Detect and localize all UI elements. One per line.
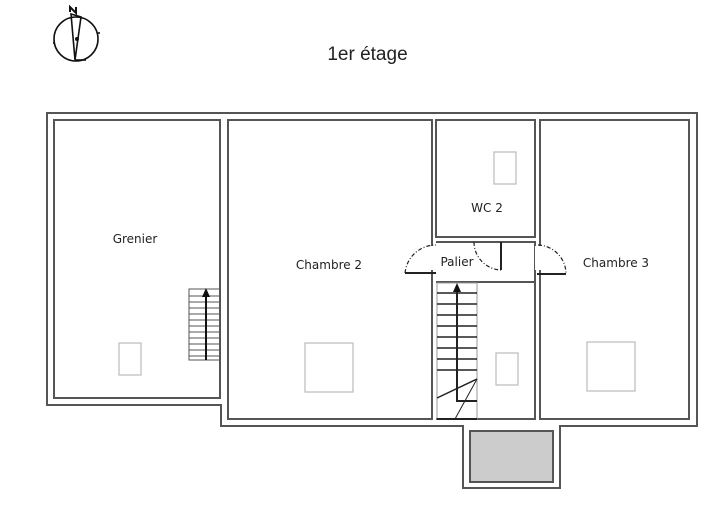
room-palier xyxy=(436,241,536,420)
balcony xyxy=(469,430,554,483)
room-label-wc-2: WC 2 xyxy=(471,201,503,215)
room-wc-2 xyxy=(435,119,536,238)
floor-title: 1er étage xyxy=(327,44,408,65)
room-label-palier: Palier xyxy=(440,255,474,269)
stairs-palier xyxy=(436,282,478,420)
skylight-palier xyxy=(495,352,519,386)
room-label-grenier: Grenier xyxy=(112,232,158,246)
outer-wall xyxy=(46,112,698,489)
skylight-chambre-3 xyxy=(586,341,636,392)
room-label-chambre-3: Chambre 3 xyxy=(582,256,650,270)
skylight-chambre-2 xyxy=(304,342,354,393)
north-arrow-icon xyxy=(53,4,100,62)
door-chambre-3 xyxy=(535,244,567,275)
door-wc-2 xyxy=(473,241,502,271)
stairs-grenier xyxy=(188,288,221,361)
room-grenier xyxy=(53,119,221,399)
door-chambre-2 xyxy=(404,244,437,274)
skylight-wc-2 xyxy=(493,151,517,185)
skylight-grenier xyxy=(118,342,142,376)
room-label-chambre-2: Chambre 2 xyxy=(295,258,363,272)
